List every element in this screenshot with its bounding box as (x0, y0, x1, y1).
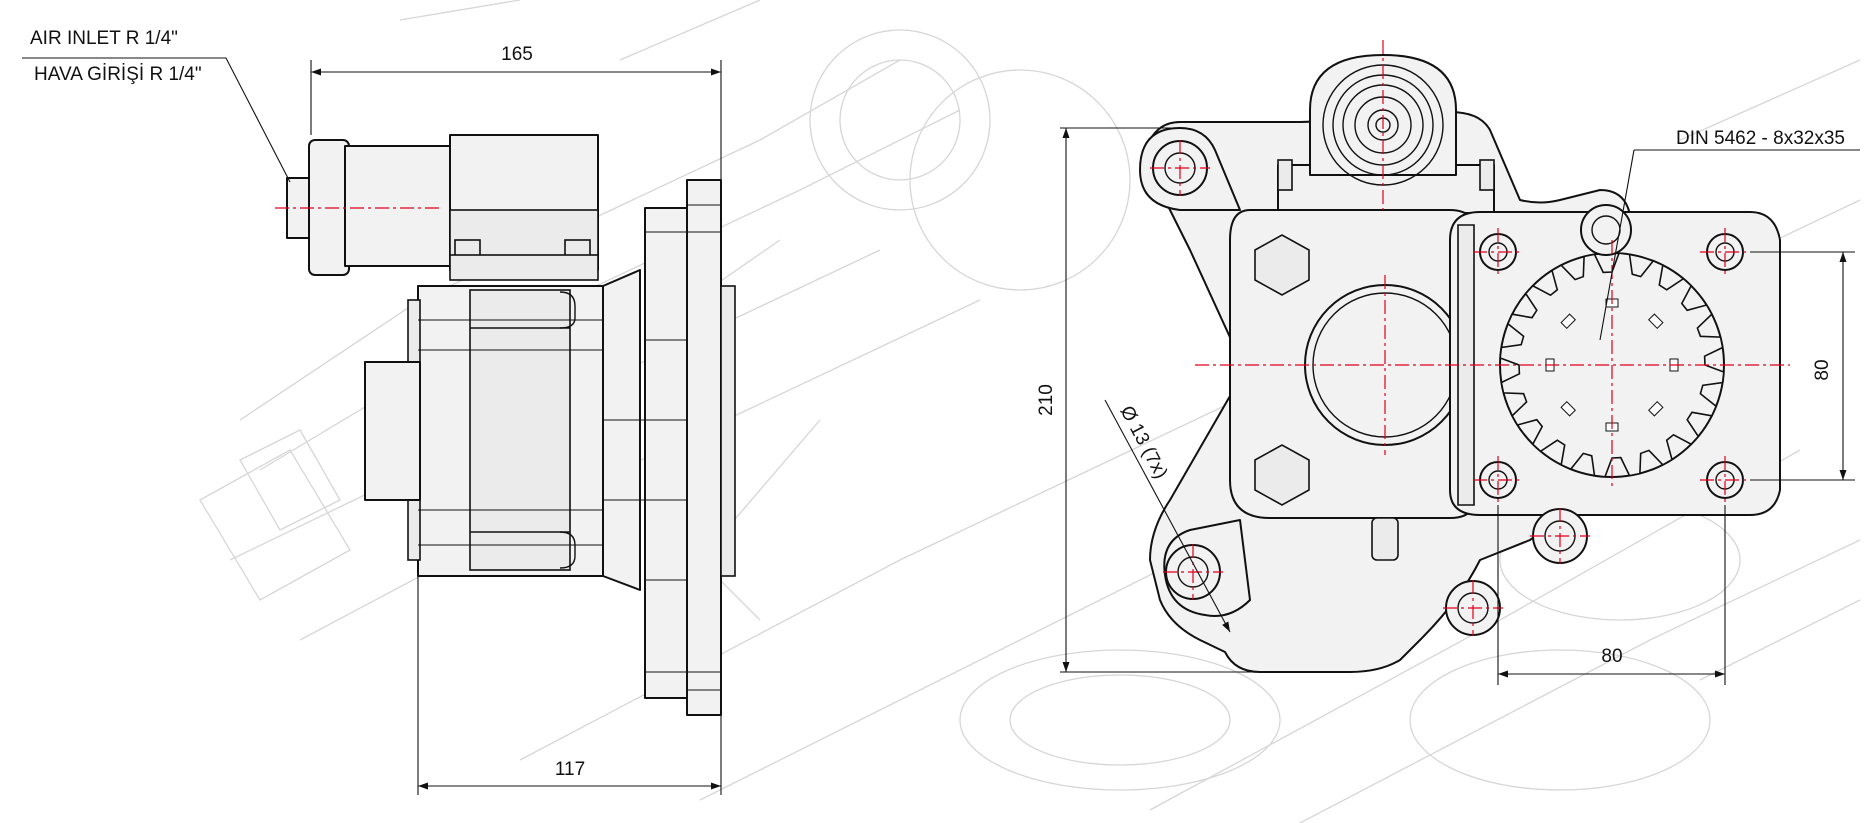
hole-leader (1104, 399, 1231, 633)
front-view: 210 80 80 Ø 13 (7x) DIN 5462 - 8x32x35 (1036, 40, 1860, 685)
shaft-spec: DIN 5462 - 8x32x35 (1676, 128, 1845, 149)
spline-slot (1648, 313, 1664, 329)
dim-body-length: 117 (555, 759, 585, 780)
spline-slot (1648, 401, 1664, 417)
side-view: 165 117 AIR INLET R 1/4" HAVA GİRİŞİ R 1… (22, 28, 736, 795)
spline-slot (1560, 401, 1576, 417)
dim-height: 210 (1036, 384, 1057, 416)
air-inlet-label-en: AIR INLET R 1/4" (30, 28, 178, 49)
spline-slot (1560, 313, 1576, 329)
air-cylinder (344, 145, 451, 267)
hex-bolt-bottom (1254, 444, 1310, 506)
hex-bolt-top (1254, 234, 1310, 296)
air-inlet-label-tr: HAVA GİRİŞİ R 1/4" (34, 64, 202, 85)
dim-bolt-spacing-horizontal: 80 (1601, 646, 1622, 667)
mount-flange (644, 207, 688, 699)
centerlines (1150, 40, 1790, 636)
neck (602, 269, 641, 591)
dim-bolt-spacing-vertical: 80 (1812, 359, 1833, 380)
mount-plate (686, 179, 722, 716)
end-cap (364, 361, 421, 501)
dim-overall-length: 165 (501, 44, 533, 65)
drain-plug (1371, 517, 1399, 561)
